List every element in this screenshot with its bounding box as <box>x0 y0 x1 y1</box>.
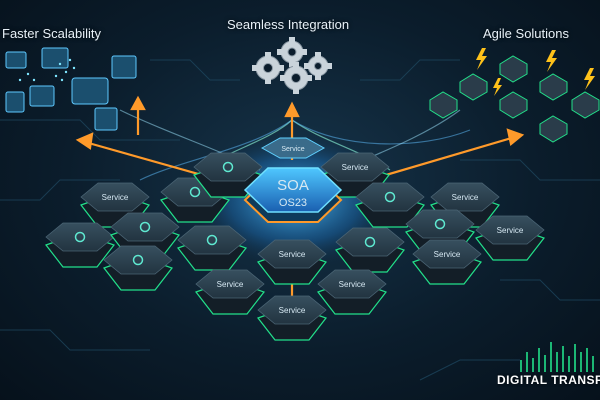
service-hex <box>193 152 263 198</box>
core-hex: Service SOA OS23 <box>243 137 343 223</box>
agile-solutions-label: Agile Solutions <box>483 26 569 41</box>
service-hex-icon <box>384 191 396 203</box>
service-label: Service <box>217 280 244 289</box>
service-label: Service <box>342 163 369 172</box>
service-hex <box>335 227 405 273</box>
service-hex: Service <box>257 295 327 341</box>
gear-icon <box>252 37 332 94</box>
service-hex: Service <box>317 269 387 315</box>
service-hex <box>177 225 247 271</box>
service-label: Service <box>452 193 479 202</box>
service-hex: Service <box>257 239 327 285</box>
circuit-lines <box>0 59 600 381</box>
service-hex <box>45 222 115 268</box>
core-title: SOA <box>277 177 309 194</box>
service-hex-icon <box>222 161 234 173</box>
service-hex-icon <box>139 221 151 233</box>
service-label: Service <box>434 250 461 259</box>
service-hex-icon <box>132 254 144 266</box>
service-hex <box>160 177 230 223</box>
service-label: Service <box>339 280 366 289</box>
service-hex: Service <box>412 239 482 285</box>
core-top-label: Service <box>281 146 304 153</box>
service-hex <box>103 245 173 291</box>
service-hex: Service <box>195 269 265 315</box>
service-hex-icon <box>364 236 376 248</box>
server-icon <box>5 47 137 131</box>
seamless-integration-label: Seamless Integration <box>227 17 350 32</box>
service-hex-icon <box>434 218 446 230</box>
service-label: Service <box>279 250 306 259</box>
service-hex-icon <box>206 234 218 246</box>
agile-hex-cluster <box>429 55 600 143</box>
equalizer-bars <box>520 342 594 372</box>
service-hex: Service <box>475 215 545 261</box>
service-hex-icon <box>74 231 86 243</box>
wires <box>119 109 471 181</box>
digital-transformation-label: DIGITAL TRANSF <box>497 373 600 387</box>
service-hex: Service <box>80 182 150 228</box>
service-hex-icon <box>189 186 201 198</box>
service-label: Service <box>102 193 129 202</box>
service-hex <box>355 182 425 228</box>
service-label: Service <box>497 226 524 235</box>
lightning-icon <box>476 48 595 96</box>
faster-scalability-label: Faster Scalability <box>2 26 101 41</box>
service-label: Service <box>279 306 306 315</box>
core-subtitle: OS23 <box>279 197 307 209</box>
